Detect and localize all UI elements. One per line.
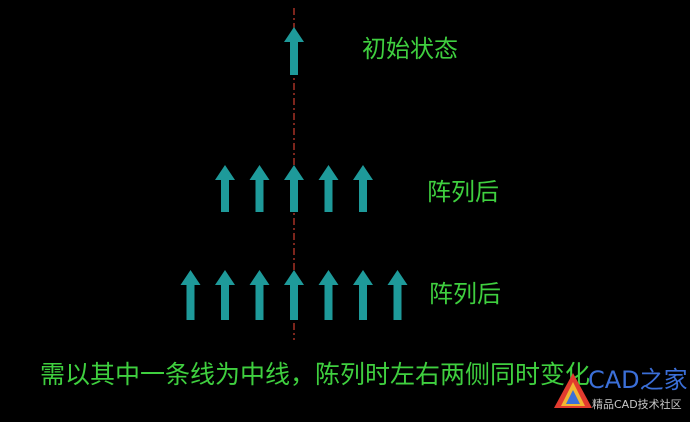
array-after-label-1: 阵列后 bbox=[427, 178, 499, 206]
watermark-subtitle: 精品CAD技术社区 bbox=[592, 398, 682, 411]
caption-text: 需以其中一条线为中线，陈列时左右两侧同时变化 bbox=[40, 360, 591, 389]
watermark: CAD之家 精品CAD技术社区 bbox=[552, 358, 688, 418]
arrow-array-2-1 bbox=[180, 270, 201, 320]
watermark-title: CAD之家 bbox=[588, 366, 688, 394]
arrow-array-1-4 bbox=[318, 165, 339, 212]
arrow-array-2-6 bbox=[353, 270, 373, 320]
cad-logo-icon bbox=[554, 373, 592, 408]
arrow-array-1-3 bbox=[284, 165, 304, 212]
array-after-label-2: 阵列后 bbox=[429, 280, 501, 308]
arrow-array-1-5 bbox=[353, 165, 373, 212]
arrow-array-1-2 bbox=[249, 165, 270, 212]
initial-state-label: 初始状态 bbox=[362, 35, 458, 63]
arrow-array-2-4 bbox=[284, 270, 304, 320]
arrow-array-2-2 bbox=[215, 270, 235, 320]
arrow-initial-1 bbox=[284, 27, 304, 75]
arrow-array-1-1 bbox=[215, 165, 235, 212]
arrow-array-2-3 bbox=[249, 270, 270, 320]
arrow-group bbox=[180, 27, 408, 320]
arrow-array-2-5 bbox=[318, 270, 339, 320]
arrow-array-2-7 bbox=[387, 270, 408, 320]
